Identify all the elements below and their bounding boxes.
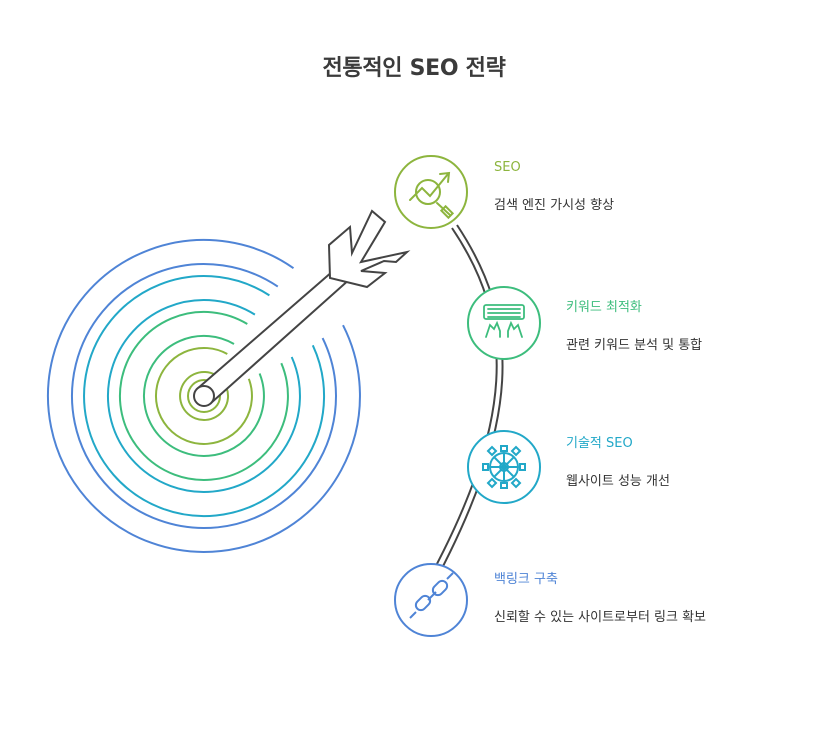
step-1-title: SEO <box>494 160 521 175</box>
ring-2 <box>155 346 253 445</box>
step-4: 백링크 구축 신뢰할 수 있는 사이트로부터 링크 확보 <box>494 568 709 627</box>
ring-4 <box>119 310 289 481</box>
ring-6 <box>83 275 326 518</box>
ring-3 <box>142 334 265 457</box>
step-3: 기술적 SEO 웹사이트 성능 개선 <box>566 432 828 491</box>
ring-1 <box>179 371 230 421</box>
step-1: SEO 검색 엔진 가시성 향상 <box>494 160 794 215</box>
page-title: 전통적인 SEO 전략 <box>322 56 506 81</box>
ring-8 <box>46 238 361 553</box>
step-circle-3 <box>467 430 541 504</box>
arrow-in-target-icon <box>193 209 411 407</box>
step-2-title: 키워드 최적화 <box>566 300 642 315</box>
gear-icon <box>482 445 526 489</box>
step-circle-1 <box>394 155 468 229</box>
ring-5 <box>106 299 301 493</box>
step-4-title: 백링크 구축 <box>494 572 558 587</box>
step-circle-4 <box>394 563 468 637</box>
step-1-desc: 검색 엔진 가시성 향상 <box>494 198 615 213</box>
connector-curve <box>418 224 504 601</box>
keyboard-hands-icon <box>483 304 525 338</box>
step-circle-2 <box>467 286 541 360</box>
step-3-title: 기술적 SEO <box>566 436 633 451</box>
chain-link-icon <box>409 572 454 619</box>
chart-magnifier-icon <box>409 171 455 220</box>
step-2: 키워드 최적화 관련 키워드 분석 및 통합 <box>566 296 828 355</box>
step-2-desc: 관련 키워드 분석 및 통합 <box>566 338 703 353</box>
step-4-desc: 신뢰할 수 있는 사이트로부터 링크 확보 <box>494 610 707 625</box>
ring-7 <box>70 263 337 530</box>
step-3-desc: 웹사이트 성능 개선 <box>566 474 670 489</box>
